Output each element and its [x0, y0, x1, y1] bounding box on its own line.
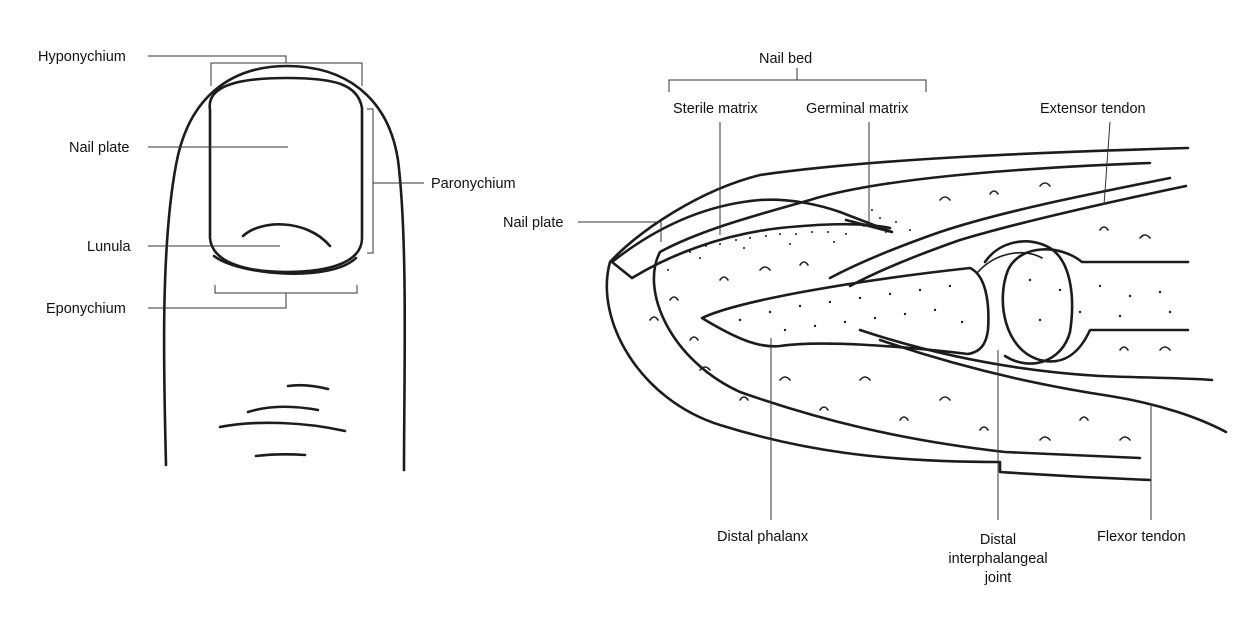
bone-stipple — [739, 279, 1171, 331]
dip-joint-label-line3: joint — [984, 570, 1012, 586]
middle-phalanx-head — [1003, 249, 1188, 361]
knuckle-crease-4 — [256, 454, 305, 456]
germinal-fold — [840, 212, 892, 232]
sterile-matrix-label: Sterile matrix — [673, 101, 758, 117]
paronychium-label: Paronychium — [431, 176, 516, 192]
nail-plate-label-right: Nail plate — [503, 215, 563, 231]
flexor-tendon-label: Flexor tendon — [1097, 529, 1186, 545]
nail-plate-label-left: Nail plate — [69, 140, 129, 156]
eponychium-leader — [148, 293, 286, 308]
outer-skin-contour — [607, 148, 1188, 480]
hyponychium-leader — [148, 56, 286, 63]
nail-tip — [612, 262, 632, 278]
joint-capsule — [985, 241, 1072, 363]
paronychium-bracket — [367, 109, 373, 253]
flexor-tendon-upper — [860, 330, 1212, 380]
eponychium-label: Eponychium — [46, 301, 126, 317]
dip-joint-label-line2: interphalangeal — [948, 551, 1047, 567]
nail-plate-shape — [210, 78, 362, 272]
extensor-tendon-label: Extensor tendon — [1040, 101, 1146, 117]
extensor-tendon-lower — [850, 186, 1186, 286]
dip-joint-label-line1: Distal — [980, 532, 1016, 548]
distal-phalanx-bone — [702, 268, 988, 354]
dorsal-fingertip-view: Hyponychium Nail plate Paronychium Lunul… — [38, 49, 516, 470]
finger-outline — [164, 66, 405, 470]
flexor-tendon-lower — [880, 340, 1226, 432]
dermis-line — [654, 163, 1150, 458]
knuckle-crease-3 — [220, 423, 345, 431]
joint-capsule-inner — [978, 253, 1042, 272]
soft-tissue-texture — [650, 183, 1170, 440]
hyponychium-label: Hyponychium — [38, 49, 126, 65]
sagittal-section-view: Nail bed Sterile matrix Germinal matrix … — [503, 51, 1226, 586]
knuckle-crease-1 — [288, 385, 328, 389]
nail-bed-bracket — [669, 80, 926, 92]
germinal-matrix-label: Germinal matrix — [806, 101, 909, 117]
nail-bed-label: Nail bed — [759, 51, 812, 67]
nail-bed-stipple — [659, 209, 911, 271]
distal-phalanx-label: Distal phalanx — [717, 529, 809, 545]
lunula-label: Lunula — [87, 239, 131, 255]
knuckle-crease-2 — [248, 407, 318, 412]
eponychium-bracket — [215, 285, 357, 293]
lunula-arc — [243, 224, 330, 246]
nail-plate-leader-right — [578, 222, 661, 242]
